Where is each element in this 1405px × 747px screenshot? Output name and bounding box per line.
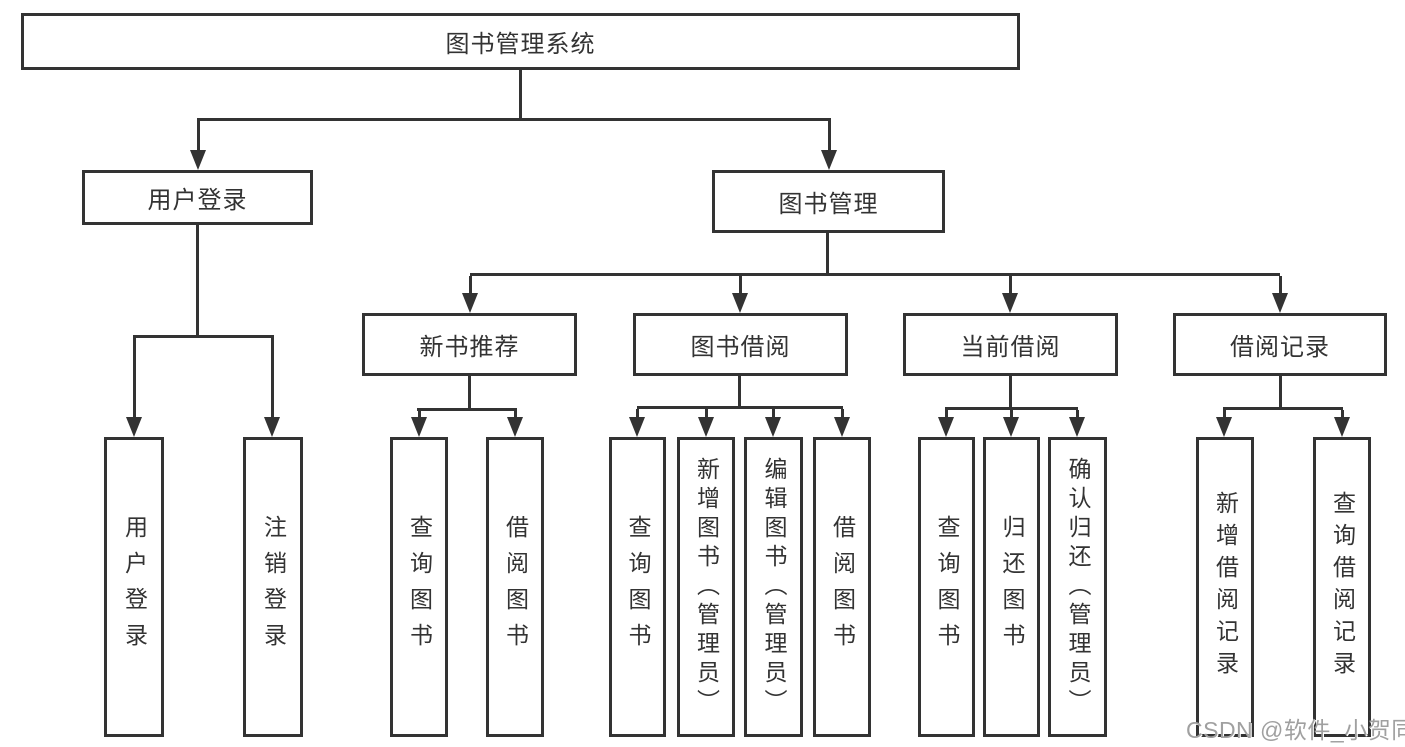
leaf-br-add: 新增借阅记录 [1196, 437, 1254, 737]
leaf-user-login: 用户登录 [104, 437, 164, 737]
leaf-cb-confirm-label: 确认归还（管理员） [1065, 456, 1091, 718]
arrow-to-cb-confirm [1069, 410, 1085, 437]
leaf-bb-query-label: 查询图书 [625, 515, 651, 659]
arrow-to-br-add [1216, 410, 1232, 437]
leaf-cb-query-label: 查询图书 [934, 515, 960, 659]
connector-book-borrow-stem [738, 376, 741, 408]
leaf-cb-confirm: 确认归还（管理员） [1048, 437, 1107, 737]
arrow-to-book-mgmt [821, 121, 837, 170]
node-current-borrow: 当前借阅 [903, 313, 1118, 376]
node-current-borrow-label: 当前借阅 [960, 334, 1061, 361]
leaf-cb-query: 查询图书 [918, 437, 975, 737]
leaf-logout-label: 注销登录 [260, 515, 287, 659]
arrow-to-new-book-rec [462, 276, 478, 313]
connector-borrow-record-bar [1223, 407, 1343, 410]
node-root-label: 图书管理系统 [445, 31, 596, 58]
arrow-to-user-login [190, 121, 206, 170]
arrow-to-bb-query [629, 409, 645, 437]
leaf-bb-add-label: 新增图书（管理员） [693, 456, 720, 718]
leaf-br-add-label: 新增借阅记录 [1212, 491, 1239, 683]
leaf-nb-borrow: 借阅图书 [486, 437, 544, 737]
leaf-cb-return-label: 归还图书 [999, 515, 1025, 659]
arrow-to-bb-borrow [834, 409, 850, 437]
connector-book-borrow-bar [637, 406, 843, 409]
leaf-user-login-label: 用户登录 [121, 515, 148, 659]
arrow-to-br-query [1334, 410, 1350, 437]
connector-new-book-rec-bar [417, 408, 517, 411]
leaf-br-query: 查询借阅记录 [1313, 437, 1371, 737]
connector-book-mgmt-stem [826, 233, 829, 276]
arrow-to-bb-edit [765, 409, 781, 437]
connector-user-login-stem [196, 225, 199, 337]
arrow-to-leaf-logout [264, 338, 280, 437]
arrow-to-cb-return [1003, 410, 1019, 437]
node-book-mgmt-label: 图书管理 [778, 191, 879, 218]
leaf-bb-borrow: 借阅图书 [813, 437, 871, 737]
leaf-bb-borrow-label: 借阅图书 [829, 515, 856, 659]
node-book-borrow: 图书借阅 [633, 313, 848, 376]
node-new-book-rec-label: 新书推荐 [419, 334, 520, 361]
node-user-login: 用户登录 [82, 170, 313, 225]
arrow-to-leaf-user-login [126, 338, 142, 437]
connector-borrow-record-stem [1279, 376, 1282, 409]
leaf-bb-query: 查询图书 [609, 437, 666, 737]
leaf-nb-query: 查询图书 [390, 437, 448, 737]
leaf-bb-edit-label: 编辑图书（管理员） [761, 456, 787, 718]
leaf-nb-query-label: 查询图书 [406, 515, 433, 659]
leaf-br-query-label: 查询借阅记录 [1329, 491, 1356, 683]
node-book-mgmt: 图书管理 [712, 170, 945, 233]
arrow-to-nb-query [411, 411, 427, 437]
leaf-logout: 注销登录 [243, 437, 303, 737]
arrow-to-current-borrow [1002, 276, 1018, 313]
leaf-nb-borrow-label: 借阅图书 [502, 515, 529, 659]
node-root: 图书管理系统 [21, 13, 1020, 70]
arrow-to-nb-borrow [507, 411, 523, 437]
leaf-bb-add: 新增图书（管理员） [677, 437, 735, 737]
node-book-borrow-label: 图书借阅 [690, 334, 791, 361]
connector-root-bar [197, 118, 831, 121]
connector-new-book-rec-stem [468, 376, 471, 410]
leaf-bb-edit: 编辑图书（管理员） [744, 437, 803, 737]
leaf-cb-return: 归还图书 [983, 437, 1040, 737]
csdn-watermark: CSDN @软件_小贺同学 [1186, 717, 1405, 743]
connector-book-mgmt-bar [470, 273, 1280, 276]
arrow-to-cb-query [938, 410, 954, 437]
node-new-book-rec: 新书推荐 [362, 313, 577, 376]
node-user-login-label: 用户登录 [147, 187, 248, 214]
connector-user-login-bar [133, 335, 274, 338]
arrow-to-borrow-record [1272, 276, 1288, 313]
node-borrow-record: 借阅记录 [1173, 313, 1387, 376]
connector-current-borrow-bar [945, 407, 1078, 410]
node-borrow-record-label: 借阅记录 [1230, 334, 1330, 361]
arrow-to-bb-add [698, 409, 714, 437]
connector-current-borrow-stem [1009, 376, 1012, 409]
connector-root-stem [519, 69, 522, 121]
arrow-to-book-borrow [732, 276, 748, 313]
